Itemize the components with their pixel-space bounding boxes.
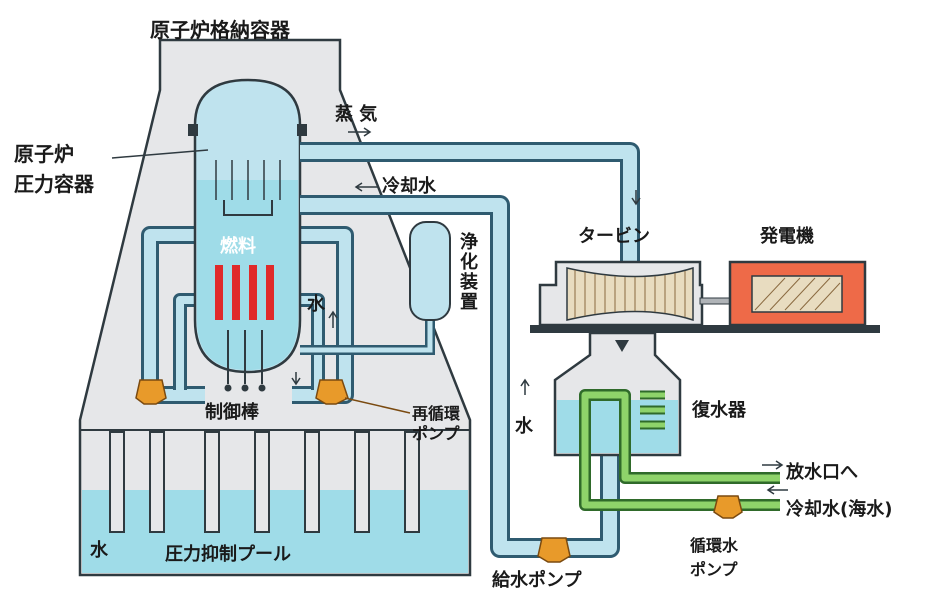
control-rods-label: 制御棒: [205, 402, 259, 423]
circ-pump-label-line1: 循環水: [690, 536, 739, 555]
rpv-flange-right: [297, 124, 307, 136]
recirc-pump-label-line1: 再循環: [412, 404, 461, 423]
rpv-label-line1: 原子炉: [14, 142, 74, 166]
purifier-label: 浄化装置: [457, 232, 478, 312]
rpv-water: [197, 180, 298, 370]
circ-pump-label-line2: ポンプ: [690, 560, 738, 579]
seawater-loop: [579, 389, 780, 511]
seawater-label: 冷却水(海水): [786, 499, 893, 520]
steam-line: [300, 142, 640, 262]
discharge-label: 放水口へ: [786, 462, 858, 483]
rpv-flange-left: [188, 124, 198, 136]
steam-separators: [215, 160, 281, 216]
recirc-pump-leader: [344, 397, 411, 414]
vent-tubes: [109, 431, 420, 533]
feed-pump-label: 給水ポンプ: [492, 570, 582, 591]
feed-pump: [537, 537, 571, 563]
fuel-rods: [215, 265, 274, 320]
generator-label: 発電機: [760, 226, 814, 247]
turbine-base: [530, 325, 880, 333]
control-rod-drives: [224, 384, 266, 392]
turbine-blades: [574, 270, 686, 318]
generator-hatch: [754, 277, 841, 311]
turbine-label: タービン: [578, 226, 650, 247]
exhaust-arrow: [615, 340, 629, 352]
return-water-label: 水: [515, 416, 533, 437]
generator-core: [751, 275, 843, 313]
circ-pump: [713, 495, 743, 519]
containment-label: 原子炉格納容器: [150, 18, 290, 42]
suppression-pool-label: 圧力抑制プール: [165, 544, 291, 565]
purification-unit: [300, 221, 451, 355]
turbine-rotor: [566, 266, 694, 322]
suppression-pool-water: [82, 490, 468, 573]
fuel-label: 燃料: [220, 236, 256, 257]
recirc-pump-left: [135, 379, 167, 405]
core-water-label: 水: [307, 294, 325, 315]
flow-arrows: [291, 127, 788, 495]
recirc-pump-right: [315, 379, 349, 405]
pool-water-label: 水: [90, 540, 108, 561]
control-rods: [227, 330, 263, 384]
recirc-pump-label-line2: ポンプ: [412, 424, 460, 443]
steam-label: 蒸 気: [335, 104, 378, 125]
condenser-label: 復水器: [692, 400, 746, 421]
rpv-label-line2: 圧力容器: [14, 172, 94, 196]
coolant-label: 冷却水: [382, 176, 436, 197]
